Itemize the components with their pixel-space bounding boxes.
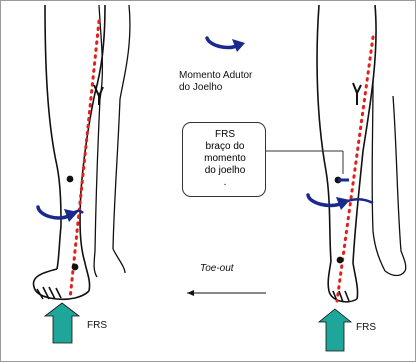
legend-line-1: Momento Adutor — [179, 70, 252, 82]
callout-box: FRS braço do momento do joelho . — [182, 122, 266, 197]
toe-out-label: Toe-out — [200, 263, 234, 275]
left-ankle-dot — [72, 264, 79, 271]
callout-line-3: momento — [192, 153, 258, 165]
frs-left-label: FRS — [87, 320, 107, 332]
legend-caption: Momento Adutor do Joelho — [179, 70, 252, 94]
legend-moment-arrow — [207, 38, 245, 52]
right-ankle-dot — [337, 257, 344, 264]
callout-line-2: braço do — [192, 141, 258, 153]
toe-out-arrowhead — [187, 290, 194, 296]
left-knee-dot — [67, 176, 74, 183]
right-knee-moment-arrow — [308, 195, 373, 210]
callout-line-1: FRS — [192, 129, 258, 141]
callout-line-5: . — [192, 177, 258, 189]
left-frs-arrow — [45, 303, 79, 343]
right-frs-arrow — [319, 309, 351, 351]
left-background-leg — [94, 5, 130, 277]
right-main-leg — [317, 5, 376, 302]
callout-text: FRS braço do momento do joelho . — [192, 129, 258, 189]
right-background-leg — [372, 81, 406, 276]
frs-right-label: FRS — [356, 322, 376, 334]
right-y-marker — [353, 83, 361, 105]
callout-line-4: do joelho — [192, 165, 258, 177]
legend-line-2: do Joelho — [179, 82, 252, 94]
